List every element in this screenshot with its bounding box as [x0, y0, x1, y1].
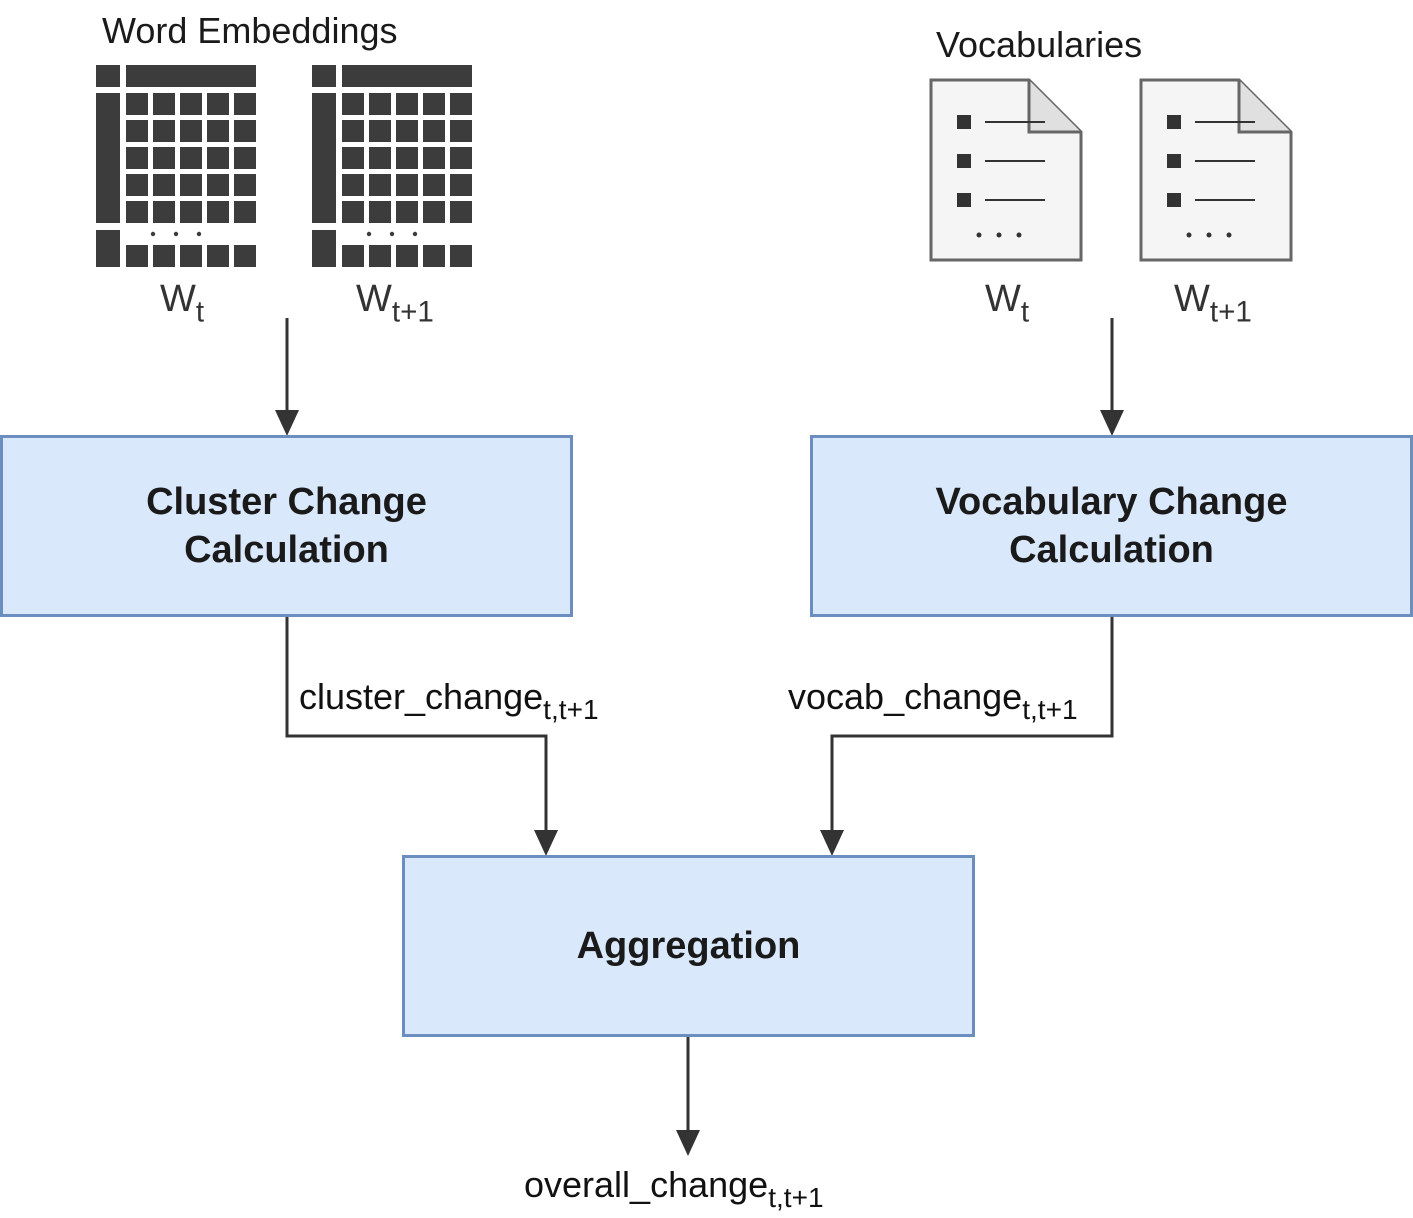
vocabulary-change-label: Vocabulary Change Calculation: [935, 481, 1288, 571]
arrowhead-cluster: [275, 410, 299, 436]
vocabulary-label-wt: Wt: [985, 278, 1030, 329]
arrowhead-aggregation-right: [820, 830, 844, 856]
vocabulary-document-icon-wt1: [1139, 78, 1293, 262]
aggregation-label: Aggregation: [576, 925, 801, 967]
arrow-cluster-to-aggregation: [285, 617, 548, 832]
arrowhead-output: [676, 1130, 700, 1156]
cluster-change-calculation-box[interactable]: Cluster Change Calculation: [0, 435, 573, 617]
cluster-change-label: Cluster Change Calculation: [146, 481, 427, 571]
vocabularies-title: Vocabularies: [936, 24, 1143, 65]
vocabulary-label-wt1: Wt+1: [1174, 278, 1252, 329]
embedding-label-wt1: Wt+1: [356, 278, 434, 329]
embedding-matrix-icon-wt: [96, 65, 256, 267]
arrow-vocab-to-aggregation: [830, 617, 1114, 832]
arrowhead-vocab-change: [1100, 410, 1124, 436]
word-embeddings-title: Word Embeddings: [102, 10, 398, 51]
vocab-change-output-label: vocab_changet,t+1: [788, 676, 1078, 725]
arrowhead-aggregation-left: [534, 830, 558, 856]
cluster-change-output-label: cluster_changet,t+1: [299, 676, 599, 725]
embedding-label-wt: Wt: [160, 278, 205, 329]
overall-change-output-label: overall_changet,t+1: [524, 1164, 824, 1213]
vocabulary-change-calculation-box[interactable]: Vocabulary Change Calculation: [810, 435, 1413, 617]
vocabulary-document-icon-wt: [929, 78, 1083, 262]
embedding-matrix-icon-wt1: [312, 65, 472, 267]
aggregation-box[interactable]: Aggregation: [402, 855, 975, 1037]
